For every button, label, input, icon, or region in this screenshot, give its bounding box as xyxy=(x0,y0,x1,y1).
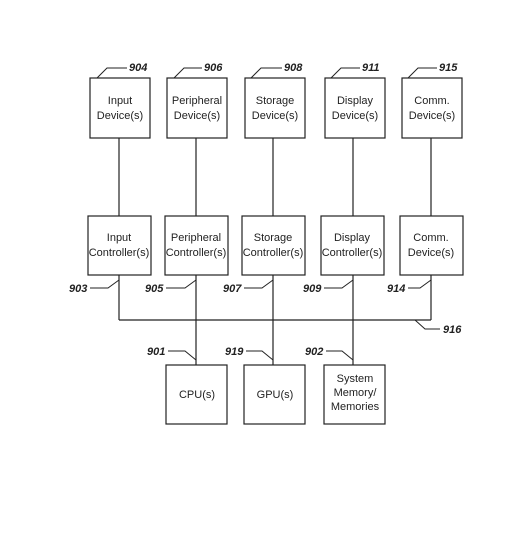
box-peripheral-controllers xyxy=(164,215,229,276)
connection-wires xyxy=(118,138,432,365)
leader-901 xyxy=(168,350,197,361)
ref-904: 904 xyxy=(129,62,147,74)
label-914-line-1: Device(s) xyxy=(408,247,454,259)
label-906-line-0: Peripheral xyxy=(172,95,222,107)
top-row-devices: Input Device(s) Peripheral Device(s) Sto… xyxy=(89,77,463,139)
label-911-line-0: Display xyxy=(337,95,374,107)
label-914-line-0: Comm. xyxy=(413,232,448,244)
box-system-memory xyxy=(323,364,386,425)
box-gpus xyxy=(243,364,306,425)
box-peripheral-devices xyxy=(166,77,228,139)
label-906-line-1: Device(s) xyxy=(174,110,220,122)
leader-914 xyxy=(408,279,432,289)
label-907-line-0: Storage xyxy=(254,232,293,244)
leader-904 xyxy=(96,67,127,79)
box-cpus xyxy=(165,364,228,425)
ref-905: 905 xyxy=(145,283,164,295)
leader-919 xyxy=(246,350,274,361)
label-904-line-0: Input xyxy=(108,95,132,107)
label-908-line-1: Device(s) xyxy=(252,110,298,122)
box-input-controllers xyxy=(87,215,152,276)
ref-915: 915 xyxy=(439,62,458,74)
label-903-line-0: Input xyxy=(107,232,131,244)
label-919-line-0: GPU(s) xyxy=(257,389,294,401)
top-row-refs: 904 906 908 911 915 xyxy=(96,62,458,79)
leader-911 xyxy=(330,67,360,79)
ref-901: 901 xyxy=(147,346,165,358)
label-903-line-1: Controller(s) xyxy=(89,247,150,259)
box-comm-devices xyxy=(401,77,463,139)
label-904-line-1: Device(s) xyxy=(97,110,143,122)
label-901-line-0: CPU(s) xyxy=(179,389,215,401)
ref-908: 908 xyxy=(284,62,303,74)
leader-908 xyxy=(250,67,282,79)
leader-907 xyxy=(244,279,274,289)
label-909-line-1: Controller(s) xyxy=(322,247,383,259)
label-907-line-1: Controller(s) xyxy=(243,247,304,259)
bottom-row-refs: 901 919 902 xyxy=(147,346,354,361)
bus-ref: 916 xyxy=(414,319,462,336)
ref-919: 919 xyxy=(225,346,244,358)
leader-905 xyxy=(166,279,197,289)
middle-row-controllers: Input Controller(s) Peripheral Controlle… xyxy=(87,215,464,276)
label-902-line-1: Memory/ xyxy=(334,387,378,399)
label-902-line-0: System xyxy=(337,373,374,385)
label-902-line-2: Memories xyxy=(331,401,380,413)
middle-row-refs: 903 905 907 909 914 xyxy=(69,279,432,295)
box-display-devices xyxy=(324,77,386,139)
ref-911: 911 xyxy=(362,62,380,74)
box-storage-controllers xyxy=(241,215,306,276)
leader-909 xyxy=(324,279,354,289)
box-storage-devices xyxy=(244,77,306,139)
ref-902: 902 xyxy=(305,346,323,358)
label-915-line-1: Device(s) xyxy=(409,110,455,122)
bottom-row-processing: CPU(s) GPU(s) System Memory/ Memories xyxy=(165,364,386,425)
leader-903 xyxy=(90,279,120,289)
ref-909: 909 xyxy=(303,283,322,295)
ref-916: 916 xyxy=(443,324,462,336)
label-909-line-0: Display xyxy=(334,232,371,244)
box-display-controllers xyxy=(320,215,385,276)
ref-906: 906 xyxy=(204,62,223,74)
label-915-line-0: Comm. xyxy=(414,95,449,107)
ref-907: 907 xyxy=(223,283,242,295)
label-911-line-1: Device(s) xyxy=(332,110,378,122)
leader-916 xyxy=(414,319,440,330)
leader-902 xyxy=(326,350,354,361)
ref-914: 914 xyxy=(387,283,405,295)
ref-903: 903 xyxy=(69,283,87,295)
leader-906 xyxy=(173,67,202,79)
box-comm-devices-lower xyxy=(399,215,464,276)
box-input-devices xyxy=(89,77,151,139)
label-905-line-0: Peripheral xyxy=(171,232,221,244)
label-908-line-0: Storage xyxy=(256,95,295,107)
leader-915 xyxy=(407,67,437,79)
label-905-line-1: Controller(s) xyxy=(166,247,227,259)
